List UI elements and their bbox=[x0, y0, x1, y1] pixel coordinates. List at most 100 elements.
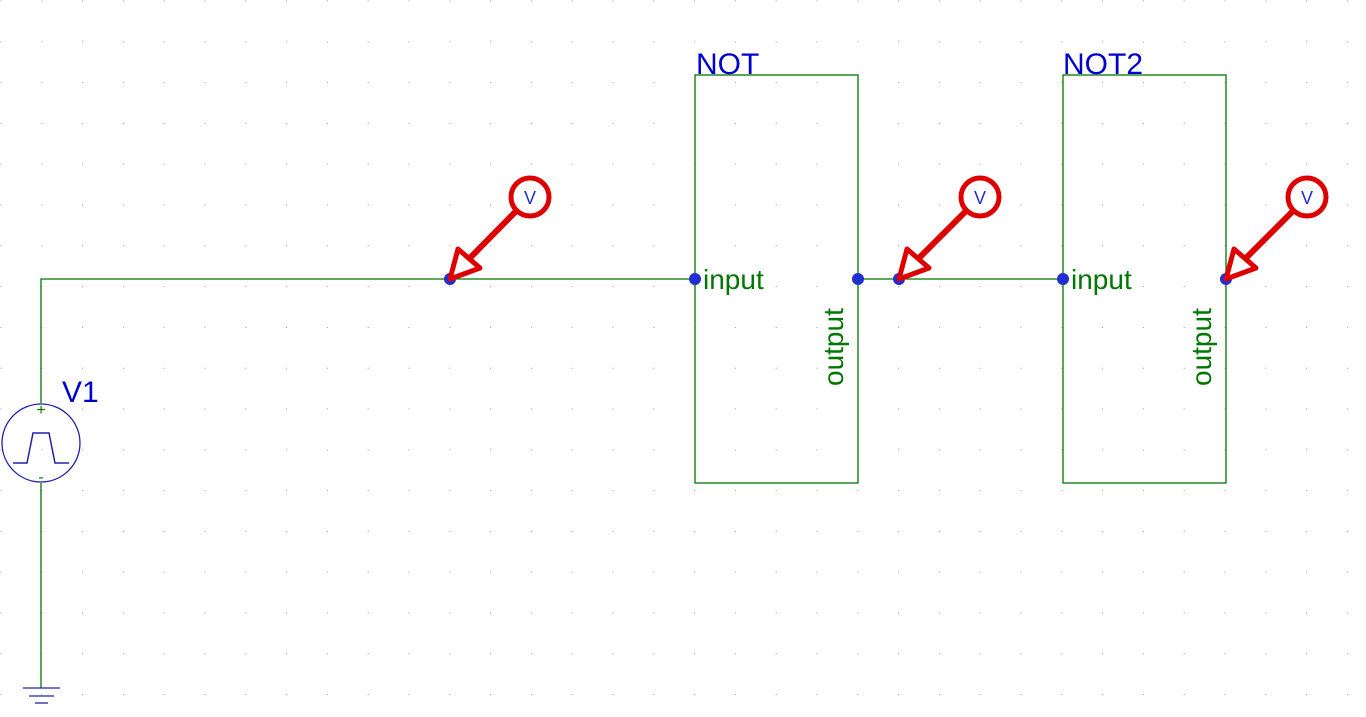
grid-dot bbox=[326, 530, 328, 532]
grid-dot bbox=[1102, 82, 1104, 84]
grid-dot bbox=[449, 286, 451, 288]
grid-dot bbox=[1142, 449, 1144, 451]
grid-dot bbox=[490, 82, 492, 84]
grid-dot bbox=[1142, 326, 1144, 328]
grid-dot bbox=[898, 82, 900, 84]
voltage-probe-1[interactable]: V bbox=[447, 175, 552, 282]
grid-dot bbox=[571, 204, 573, 206]
not2-input-pin[interactable] bbox=[1057, 273, 1069, 285]
grid-dot bbox=[0, 0, 2, 2]
grid-dot bbox=[1346, 326, 1348, 328]
grid-dot bbox=[408, 694, 410, 696]
grid-dot bbox=[245, 367, 247, 369]
grid-dot bbox=[1306, 163, 1308, 165]
grid-dot bbox=[938, 612, 940, 614]
grid-dot bbox=[979, 449, 981, 451]
grid-dot bbox=[163, 449, 165, 451]
grid-dot bbox=[979, 0, 981, 2]
grid-dot bbox=[326, 653, 328, 655]
grid-dot bbox=[775, 653, 777, 655]
grid-dot bbox=[1061, 0, 1063, 2]
grid-dot bbox=[163, 612, 165, 614]
grid-dot bbox=[245, 694, 247, 696]
grid-dot bbox=[1183, 0, 1185, 2]
grid-dot bbox=[816, 490, 818, 492]
grid-dot bbox=[41, 122, 43, 124]
grid-dot bbox=[612, 490, 614, 492]
not2-block[interactable]: NOT2 input output bbox=[1057, 48, 1232, 484]
grid-dot bbox=[530, 612, 532, 614]
grid-dot bbox=[1061, 245, 1063, 247]
wire-source-to-not[interactable] bbox=[40, 278, 695, 403]
grid-dot bbox=[979, 286, 981, 288]
grid-dot bbox=[122, 571, 124, 573]
grid-dot bbox=[571, 326, 573, 328]
grid-dot bbox=[82, 41, 84, 43]
grid-dot bbox=[571, 122, 573, 124]
grid-dot bbox=[163, 204, 165, 206]
grid-dot bbox=[1183, 449, 1185, 451]
grid-dot bbox=[1020, 408, 1022, 410]
probe-label: V bbox=[524, 188, 536, 208]
grid-dot bbox=[1102, 41, 1104, 43]
grid-dot bbox=[286, 82, 288, 84]
grid-dot bbox=[1061, 530, 1063, 532]
grid-dot bbox=[857, 694, 859, 696]
grid-dot bbox=[1224, 449, 1226, 451]
grid-dot bbox=[82, 122, 84, 124]
grid-dot bbox=[938, 694, 940, 696]
grid-dot bbox=[979, 41, 981, 43]
grid-dot bbox=[326, 0, 328, 2]
grid-dot bbox=[449, 367, 451, 369]
grid-dot bbox=[367, 82, 369, 84]
not-input-pin[interactable] bbox=[689, 273, 701, 285]
grid-dot bbox=[1102, 326, 1104, 328]
grid-dot bbox=[816, 571, 818, 573]
grid-dot bbox=[122, 694, 124, 696]
grid-dot bbox=[367, 367, 369, 369]
grid-dot bbox=[1183, 530, 1185, 532]
grid-dot bbox=[163, 490, 165, 492]
grid-dot bbox=[530, 490, 532, 492]
grid-dot bbox=[245, 204, 247, 206]
voltage-source-v1[interactable]: + - V1 bbox=[1, 376, 99, 486]
grid-dot bbox=[816, 694, 818, 696]
ground-symbol[interactable] bbox=[23, 687, 60, 704]
grid-dot bbox=[245, 122, 247, 124]
grid-dot bbox=[408, 82, 410, 84]
grid-dot bbox=[612, 163, 614, 165]
grid-dot bbox=[82, 612, 84, 614]
grid-dot bbox=[938, 326, 940, 328]
grid-dot bbox=[1020, 204, 1022, 206]
grid-dot bbox=[449, 163, 451, 165]
grid-dot bbox=[408, 41, 410, 43]
voltage-probe-2[interactable]: V bbox=[896, 175, 1002, 282]
grid-dot bbox=[163, 653, 165, 655]
grid-dot bbox=[1224, 286, 1226, 288]
grid-dot bbox=[857, 490, 859, 492]
grid-dot bbox=[1020, 612, 1022, 614]
grid-dot bbox=[979, 694, 981, 696]
grid-dot bbox=[367, 163, 369, 165]
grid-dot bbox=[816, 653, 818, 655]
grid-dot bbox=[1142, 204, 1144, 206]
grid-dot bbox=[490, 653, 492, 655]
not-output-pin[interactable] bbox=[852, 273, 864, 285]
grid-dot bbox=[898, 163, 900, 165]
grid-dot bbox=[1142, 694, 1144, 696]
not-block[interactable]: NOT input output bbox=[689, 48, 864, 484]
grid-dot bbox=[694, 694, 696, 696]
grid-dot bbox=[408, 163, 410, 165]
voltage-probe-3[interactable]: V bbox=[1223, 175, 1329, 282]
grid-dot bbox=[653, 0, 655, 2]
grid-dot bbox=[1102, 0, 1104, 2]
grid-dot bbox=[163, 367, 165, 369]
grid-dot bbox=[408, 286, 410, 288]
grid-dot bbox=[367, 694, 369, 696]
grid-dot bbox=[245, 245, 247, 247]
grid-dot bbox=[530, 653, 532, 655]
grid-dot bbox=[530, 245, 532, 247]
grid-dot bbox=[653, 571, 655, 573]
grid-dot bbox=[0, 41, 2, 43]
